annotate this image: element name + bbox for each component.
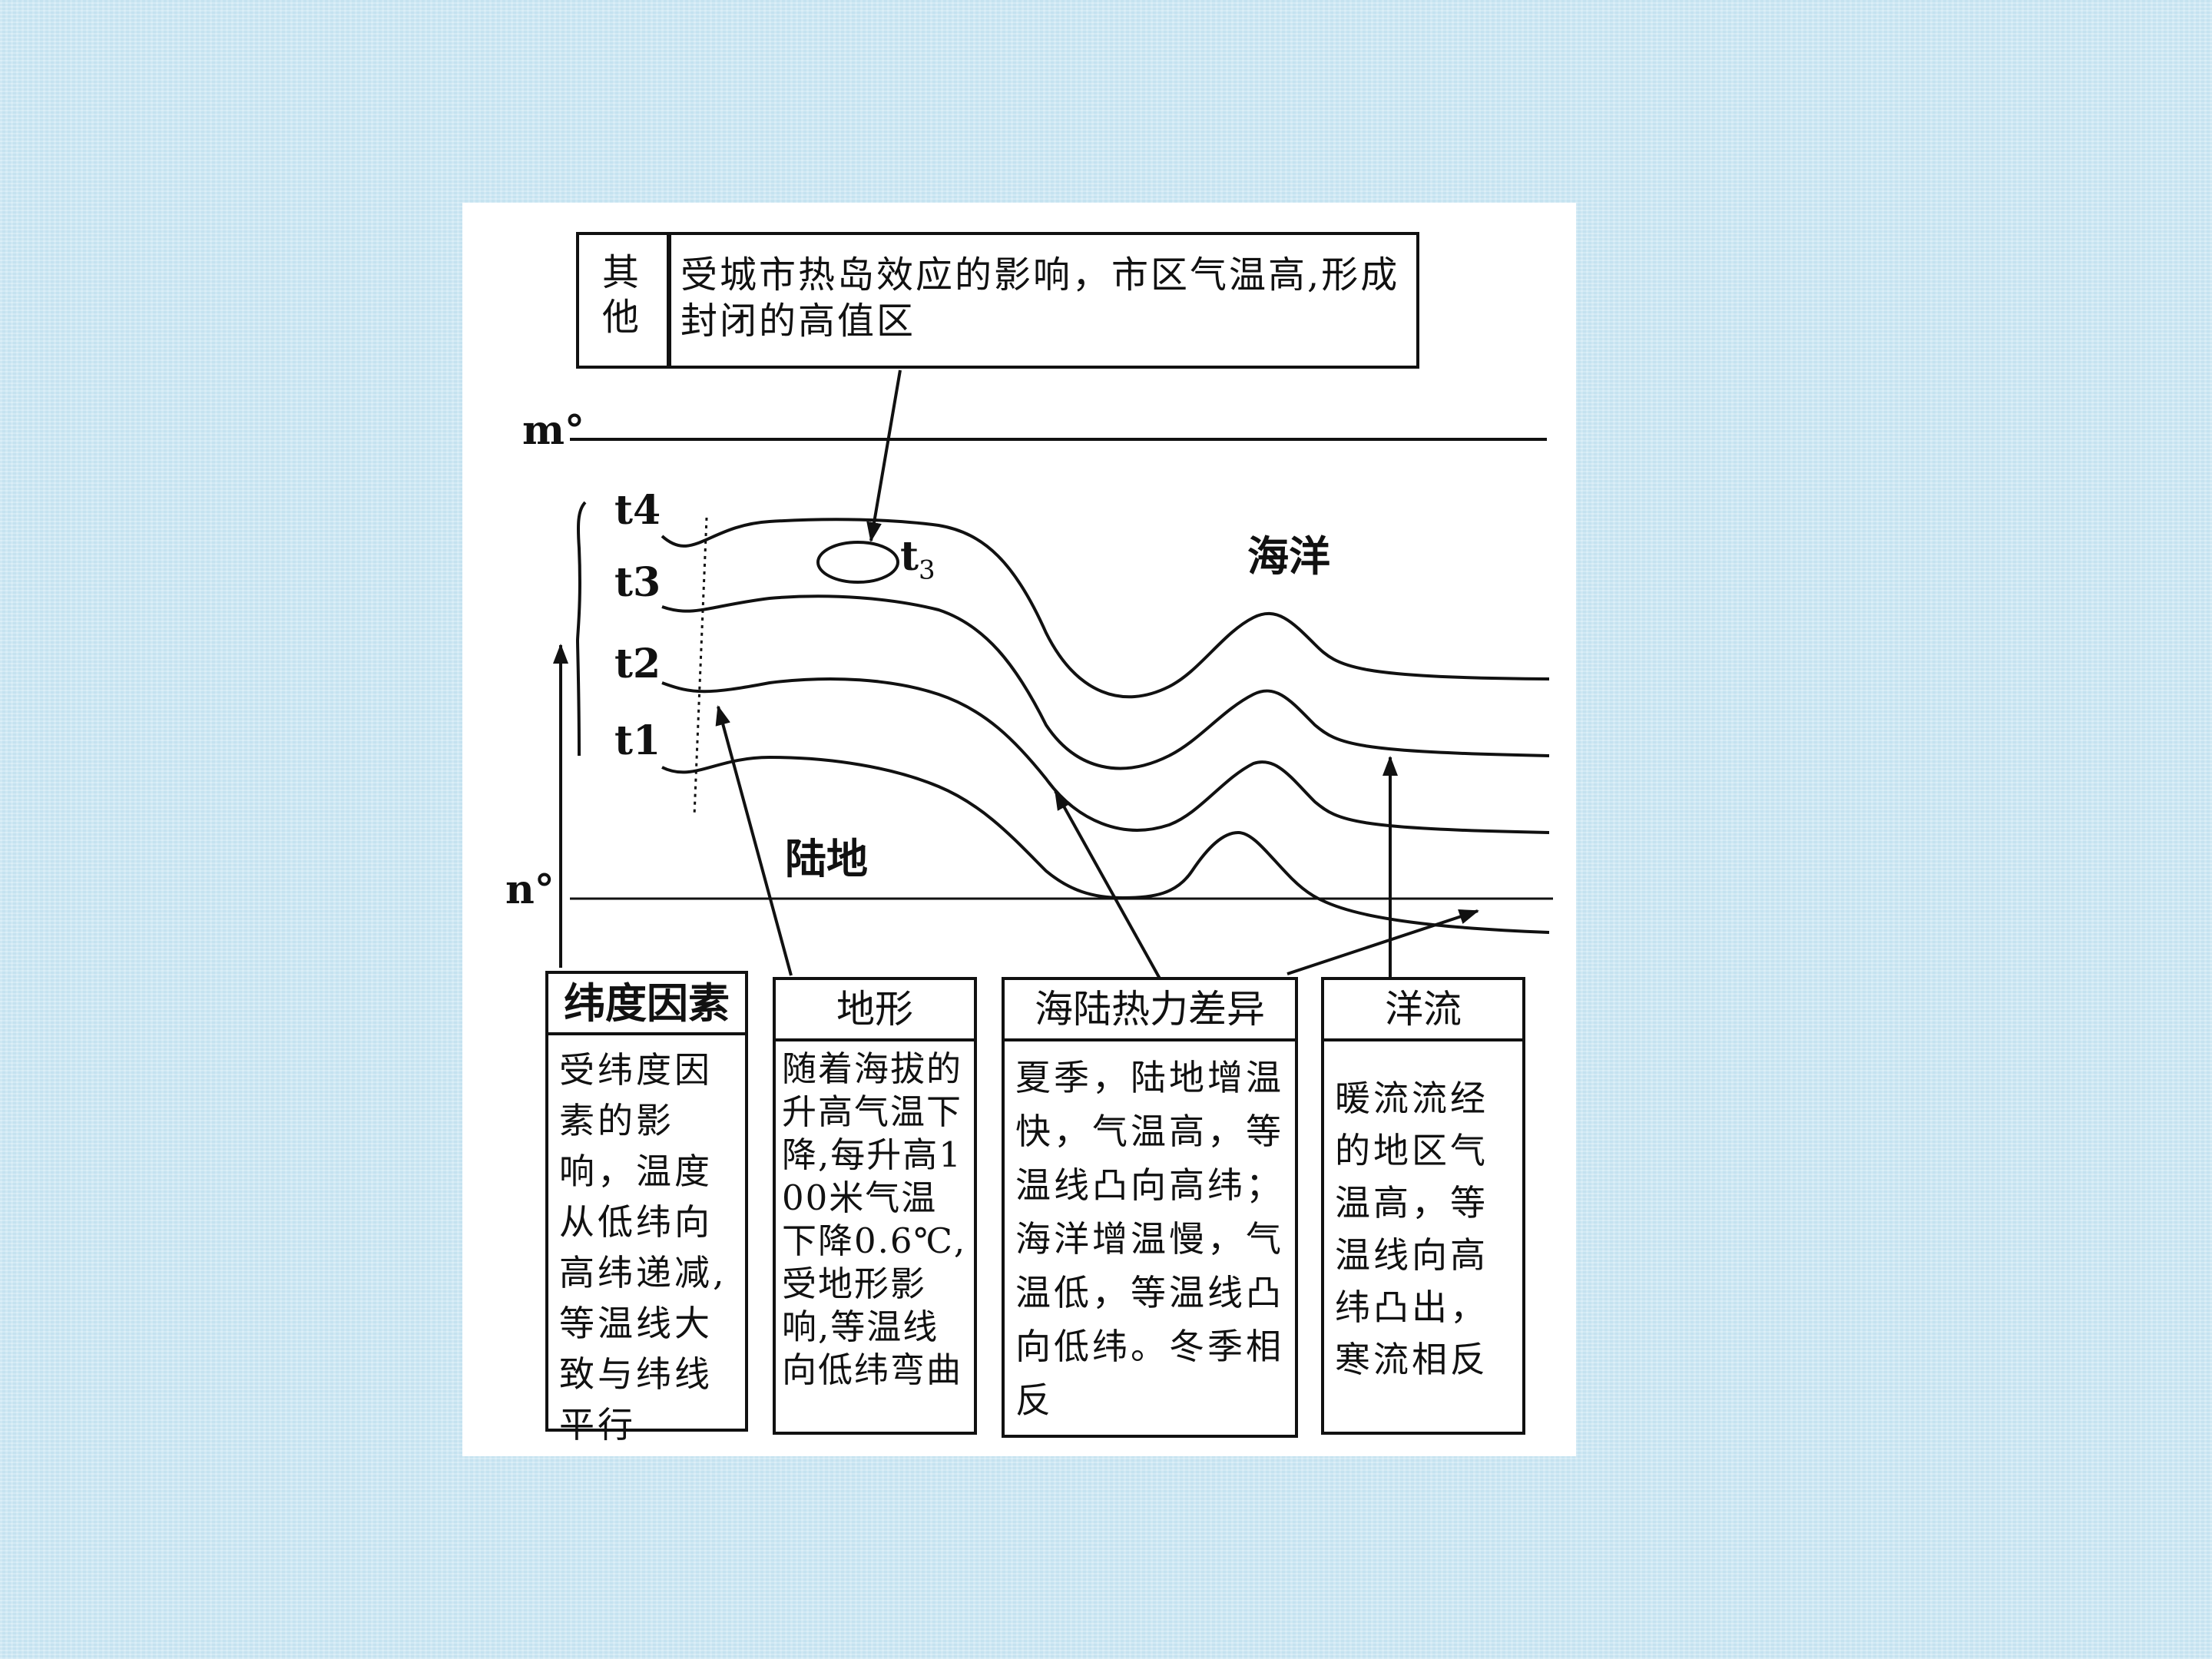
- factor-title-terrain: 地形: [776, 980, 974, 1041]
- terrain-arrow: [715, 705, 793, 976]
- factor-title-land-sea: 海陆热力差异: [1005, 980, 1295, 1041]
- land-sea-arrow: [1054, 790, 1161, 979]
- isotherm-label-t2: t2: [614, 641, 661, 687]
- factor-title-latitude: 纬度因素: [548, 974, 745, 1035]
- factor-text-terrain: 随着海拔的升高气温下降,每升高100米气温下降0.6℃,受地形影响,等温线向低纬…: [782, 1048, 967, 1390]
- factor-box-ocean-current: 洋流 暖流流经的地区气温高，等温线向高纬凸出，寒流相反: [1321, 977, 1525, 1435]
- callout-other: 其他 受城市热岛效应的影响，市区气温高,形成封闭的高值区: [576, 232, 1419, 369]
- factor-title-ocean-current: 洋流: [1324, 980, 1522, 1041]
- isotherm-t4: [661, 518, 1550, 699]
- diagram-panel: 其他 受城市热岛效应的影响，市区气温高,形成封闭的高值区 m° n° t4 t3…: [462, 203, 1576, 1456]
- factor-text-latitude: 受纬度因素的影响，温度从低纬向高纬递减,等温线大致与纬线平行: [559, 1049, 727, 1445]
- factor-box-land-sea: 海陆热力差异 夏季，陆地增温快，气温高，等温线凸向高纬；海洋增温慢，气温低，等温…: [1002, 977, 1298, 1438]
- heat-island-label-text: t3: [900, 533, 935, 586]
- land-sea-arrow-right: [1286, 909, 1479, 975]
- latitude-label-n: n°: [505, 866, 555, 913]
- isotherm-diagram: [553, 369, 1553, 979]
- land-label: 陆地: [785, 834, 868, 883]
- factor-text-ocean-current: 暖流流经的地区气温高，等温线向高纬凸出，寒流相反: [1335, 1078, 1488, 1380]
- bracket: [575, 501, 587, 757]
- isotherm-label-t1-text: t1: [614, 717, 661, 764]
- isotherm-label-t4: t4: [614, 487, 661, 534]
- heat-island-arrow: [866, 369, 902, 542]
- heat-island-ellipse: [816, 541, 899, 584]
- factor-box-latitude: 纬度因素 受纬度因素的影响，温度从低纬向高纬递减,等温线大致与纬线平行: [545, 971, 748, 1445]
- isotherm-label-t1: t1: [614, 717, 661, 764]
- ocean-label: 海洋: [1247, 531, 1330, 581]
- factor-box-terrain: 地形 随着海拔的升高气温下降,每升高100米气温下降0.6℃,受地形影响,等温线…: [773, 977, 977, 1435]
- isotherm-t3: [661, 594, 1550, 770]
- dotted-reference-line: [693, 517, 708, 816]
- latitude-label-m: m°: [522, 407, 585, 454]
- isotherm-label-t2-text: t2: [614, 641, 661, 687]
- isotherm-label-t3-text: t3: [614, 559, 661, 606]
- callout-other-tag: 其他: [579, 235, 671, 366]
- isotherm-label-t3: t3: [614, 559, 661, 606]
- callout-other-text: 受城市热岛效应的影响，市区气温高,形成封闭的高值区: [680, 253, 1400, 343]
- heat-island-label: t3: [900, 533, 935, 585]
- isotherm-t2: [661, 677, 1550, 834]
- isotherm-label-t4-text: t4: [614, 487, 661, 534]
- factor-text-land-sea: 夏季，陆地增温快，气温高，等温线凸向高纬；海洋增温慢，气温低，等温线凸向低纬。冬…: [1015, 1057, 1284, 1421]
